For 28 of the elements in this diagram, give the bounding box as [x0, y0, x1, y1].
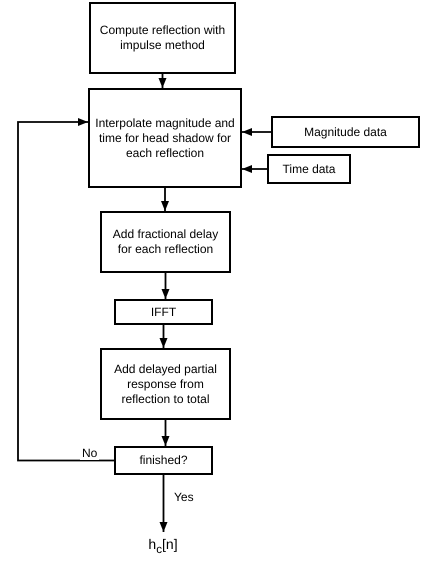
process-box — [88, 88, 242, 188]
box-text: h$_{c}$[n] — [148, 536, 178, 558]
arrow — [161, 188, 169, 211]
arrow — [158, 74, 166, 88]
box-text: Time data — [282, 162, 336, 176]
process-box — [89, 2, 236, 74]
process-box — [100, 348, 231, 420]
box-text: finished? — [139, 453, 188, 468]
box-text: Interpolate magnitude and time for head shadow for each reflection — [94, 116, 236, 160]
edge-label: Yes — [172, 490, 196, 504]
arrow — [242, 165, 267, 173]
box-text: Compute reflection with impulse method — [98, 23, 226, 53]
arrow — [242, 128, 271, 136]
edge-label: No — [80, 446, 100, 460]
process-box — [100, 211, 231, 273]
process-box — [114, 446, 213, 475]
box-text: Magnitude data — [304, 124, 387, 140]
process-box — [114, 299, 213, 325]
arrow — [160, 325, 168, 348]
arrow — [162, 420, 170, 446]
arrow — [160, 475, 168, 532]
process-box — [267, 154, 351, 184]
arrow — [17, 118, 114, 462]
box-text: IFFT — [150, 304, 176, 320]
arrow — [162, 273, 170, 299]
box-text: Add delayed partial response from reflection to total — [113, 362, 218, 406]
process-box — [271, 116, 420, 148]
box-text: Add fractional delay for each reflection — [112, 227, 220, 257]
